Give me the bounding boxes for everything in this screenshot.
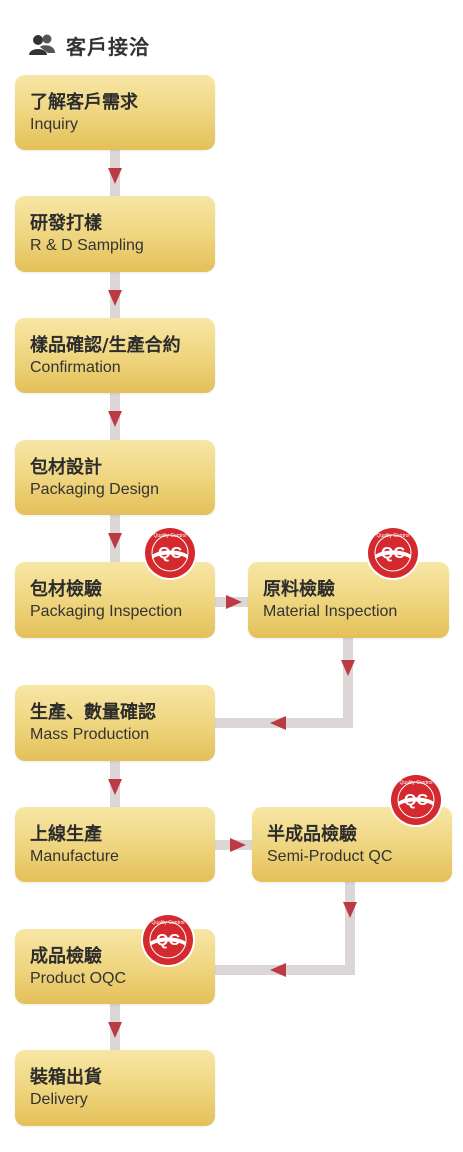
step-title-en: Mass Production bbox=[30, 726, 150, 743]
arrow-down bbox=[108, 168, 122, 184]
arrow-right bbox=[226, 595, 242, 609]
step-title-en: Delivery bbox=[30, 1091, 88, 1108]
step-title-en: Confirmation bbox=[30, 358, 121, 376]
people-icon bbox=[29, 34, 55, 55]
step-title-zh: 上線生產 bbox=[30, 823, 102, 845]
step-confirmation: 樣品確認/生產合約 Confirmation bbox=[15, 318, 215, 393]
arrow-down bbox=[341, 660, 355, 676]
step-packaging-design: 包材設計 Packaging Design bbox=[15, 440, 215, 515]
step-rd-sampling: 研發打樣 R & D Sampling bbox=[15, 196, 215, 272]
step-title-zh: 裝箱出貨 bbox=[30, 1067, 102, 1088]
step-manufacture: 上線生產 Manufacture bbox=[15, 807, 215, 882]
qc-badge-icon: QC Quality Control bbox=[389, 773, 443, 827]
step-title-zh: 生產、數量確認 bbox=[30, 702, 156, 723]
arrow-right bbox=[230, 838, 246, 852]
section-title: 客戶接洽 bbox=[66, 34, 150, 59]
step-title-zh: 包材檢驗 bbox=[30, 579, 102, 600]
step-title-zh: 包材設計 bbox=[30, 456, 102, 478]
section-header: 客戶接洽 bbox=[28, 30, 150, 60]
qc-badge-label: QC bbox=[404, 792, 428, 809]
step-title-en: Packaging Inspection bbox=[30, 603, 183, 620]
step-inquiry: 了解客戶需求 Inquiry bbox=[15, 75, 215, 150]
arrow-down bbox=[108, 290, 122, 306]
qc-badge-ring-text: Quality Control bbox=[399, 780, 432, 786]
qc-badge-label: QC bbox=[156, 932, 180, 949]
arrow-down bbox=[108, 779, 122, 795]
arrow-down bbox=[108, 533, 122, 549]
qc-badge-icon: QC Quality Control bbox=[143, 526, 197, 580]
arrow-down bbox=[343, 902, 357, 918]
step-title-zh: 成品檢驗 bbox=[30, 945, 102, 967]
step-title-en: Semi-Product QC bbox=[267, 847, 393, 865]
step-title-en: Inquiry bbox=[30, 115, 79, 133]
step-title-zh: 研發打樣 bbox=[30, 213, 102, 234]
step-title-zh: 樣品確認/生產合約 bbox=[30, 334, 181, 356]
step-delivery: 裝箱出貨 Delivery bbox=[15, 1050, 215, 1126]
step-title-en: Manufacture bbox=[30, 847, 119, 865]
step-mass-production: 生產、數量確認 Mass Production bbox=[15, 685, 215, 761]
step-material-inspection: 原料檢驗 Material Inspection bbox=[248, 562, 449, 638]
qc-badge-icon: QC Quality Control bbox=[141, 913, 195, 967]
qc-badge-ring-text: Quality Control bbox=[376, 533, 409, 539]
arrow-down bbox=[108, 411, 122, 427]
step-title-zh: 半成品檢驗 bbox=[267, 823, 357, 845]
qc-badge-icon: QC Quality Control bbox=[366, 526, 420, 580]
qc-badge-ring-text: Quality Control bbox=[151, 920, 184, 926]
arrow-left bbox=[270, 963, 286, 977]
arrow-left bbox=[270, 716, 286, 730]
arrow-down bbox=[108, 1022, 122, 1038]
step-title-zh: 了解客戶需求 bbox=[30, 91, 138, 113]
qc-badge-label: QC bbox=[158, 545, 182, 562]
qc-badge-label: QC bbox=[381, 545, 405, 562]
step-title-zh: 原料檢驗 bbox=[263, 579, 335, 600]
qc-badge-ring-text: Quality Control bbox=[153, 533, 186, 539]
step-title-en: Packaging Design bbox=[30, 480, 159, 498]
step-title-en: Product OQC bbox=[30, 969, 127, 987]
step-title-en: Material Inspection bbox=[263, 603, 398, 620]
step-title-en: R & D Sampling bbox=[30, 237, 144, 254]
